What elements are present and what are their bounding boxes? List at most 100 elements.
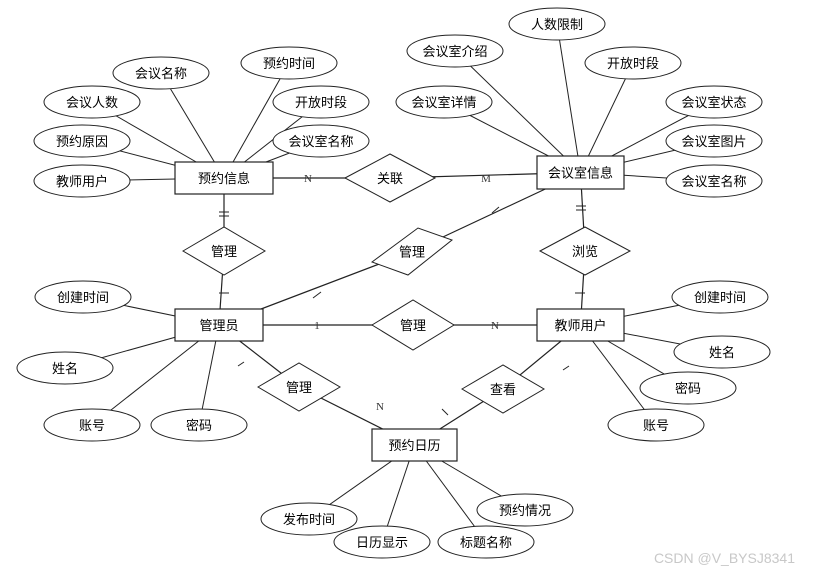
attribute-b2[interactable]: 会议室介绍 — [406, 34, 504, 68]
entity-room_info[interactable]: 会议室信息 — [536, 155, 625, 190]
attribute-ellipse — [43, 408, 141, 442]
attribute-label: 开放时段 — [295, 96, 347, 111]
attribute-c1[interactable]: 创建时间 — [34, 280, 132, 314]
relationship-rel_view[interactable]: 查看 — [461, 364, 545, 414]
attribute-e4[interactable]: 预约情况 — [476, 493, 574, 527]
attribute-d3[interactable]: 密码 — [639, 371, 737, 405]
relationship-label: 管理 — [399, 246, 425, 261]
entity-label: 会议室信息 — [548, 166, 613, 182]
attribute-label: 会议室状态 — [681, 95, 746, 111]
relationship-diamond — [538, 226, 632, 276]
attribute-e3[interactable]: 标题名称 — [437, 525, 535, 559]
attribute-c3[interactable]: 账号 — [43, 408, 141, 442]
attribute-ellipse — [272, 85, 370, 119]
attribute-a1[interactable]: 会议名称 — [112, 56, 210, 90]
cardinality-tick — [441, 408, 449, 416]
attribute-connector — [91, 324, 220, 426]
attribute-c4[interactable]: 密码 — [150, 408, 248, 442]
entity-label: 预约信息 — [198, 171, 250, 187]
attribute-e2[interactable]: 日历显示 — [333, 525, 431, 559]
attribute-d4[interactable]: 账号 — [607, 408, 705, 442]
attribute-label: 会议室名称 — [288, 134, 353, 150]
relationship-rel_browse[interactable]: 浏览 — [538, 226, 632, 276]
cardinality-tick — [562, 365, 570, 371]
attribute-ellipse — [33, 164, 131, 198]
attribute-connector — [580, 324, 657, 426]
attribute-connector — [198, 324, 220, 426]
cardinality-tick — [237, 361, 245, 367]
attribute-ellipse — [272, 124, 370, 158]
entity-admin[interactable]: 管理员 — [174, 308, 264, 342]
attribute-b3[interactable]: 开放时段 — [584, 46, 682, 80]
relationship-rel_link[interactable]: 关联 — [343, 153, 437, 203]
attribute-ellipse — [673, 335, 771, 369]
relationship-diamond — [257, 362, 341, 412]
attribute-b7[interactable]: 会议室名称 — [665, 164, 763, 198]
attribute-label: 发布时间 — [283, 512, 335, 528]
attribute-ellipse — [665, 124, 763, 158]
entity-label: 预约日历 — [388, 439, 440, 454]
cardinality-label: 1 — [314, 320, 320, 332]
attribute-ellipse — [665, 85, 763, 119]
entity-box — [536, 308, 625, 342]
cardinality-label: M — [481, 173, 491, 185]
attribute-label: 创建时间 — [57, 291, 109, 306]
attribute-b6[interactable]: 会议室图片 — [665, 124, 763, 158]
attribute-label: 会议室名称 — [681, 174, 746, 190]
attribute-label: 会议室图片 — [681, 134, 746, 150]
connector-lines — [64, 23, 723, 543]
attribute-b1[interactable]: 人数限制 — [508, 7, 606, 41]
attribute-ellipse — [395, 85, 493, 119]
attribute-connector — [556, 23, 581, 173]
attribute-ellipse — [112, 56, 210, 90]
attribute-a7[interactable]: 会议室名称 — [272, 124, 370, 158]
entity-box — [371, 428, 458, 462]
attribute-label: 预约情况 — [499, 504, 551, 519]
relationship-label: 管理 — [400, 319, 426, 334]
attribute-ellipse — [33, 124, 131, 158]
cardinality-label: N — [376, 401, 384, 413]
attribute-d1[interactable]: 创建时间 — [671, 280, 769, 314]
cardinality-label: N — [491, 320, 499, 332]
relationship-rel_manage_room[interactable]: 管理 — [370, 227, 454, 276]
attribute-label: 密码 — [186, 418, 212, 434]
entity-calendar[interactable]: 预约日历 — [371, 428, 458, 462]
attribute-ellipse — [240, 46, 338, 80]
shapes: 会议名称会议人数预约原因教师用户预约时间开放时段会议室名称人数限制会议室介绍开放… — [16, 7, 771, 559]
attribute-ellipse — [437, 525, 535, 559]
relationship-label: 浏览 — [572, 244, 598, 260]
attribute-b4[interactable]: 会议室详情 — [395, 85, 493, 119]
attribute-label: 账号 — [643, 419, 669, 434]
attribute-a6[interactable]: 开放时段 — [272, 85, 370, 119]
attribute-b5[interactable]: 会议室状态 — [665, 85, 763, 119]
attribute-label: 姓名 — [709, 345, 735, 361]
attribute-label: 开放时段 — [607, 57, 659, 72]
attribute-connector — [454, 50, 581, 173]
relationship-rel_manage_cal[interactable]: 管理 — [257, 362, 341, 412]
attribute-label: 预约原因 — [56, 135, 108, 150]
attribute-a2[interactable]: 会议人数 — [43, 85, 141, 119]
attribute-label: 会议室介绍 — [422, 44, 487, 60]
relationship-rel_manage_res[interactable]: 管理 — [182, 226, 266, 276]
attribute-ellipse — [665, 164, 763, 198]
entity-teacher[interactable]: 教师用户 — [536, 308, 625, 342]
attribute-a5[interactable]: 预约时间 — [240, 46, 338, 80]
attribute-c2[interactable]: 姓名 — [16, 351, 114, 385]
attribute-ellipse — [476, 493, 574, 527]
attribute-e1[interactable]: 发布时间 — [260, 502, 358, 536]
attribute-a3[interactable]: 预约原因 — [33, 124, 131, 158]
attribute-ellipse — [508, 7, 606, 41]
attribute-ellipse — [43, 85, 141, 119]
attribute-label: 姓名 — [52, 361, 78, 377]
entity-label: 教师用户 — [554, 318, 606, 334]
attribute-label: 会议人数 — [66, 96, 118, 111]
relationship-diamond — [370, 227, 454, 276]
entity-reservation_info[interactable]: 预约信息 — [174, 161, 274, 195]
attribute-ellipse — [16, 351, 114, 385]
attribute-ellipse — [671, 280, 769, 314]
attribute-a4[interactable]: 教师用户 — [33, 164, 131, 198]
attribute-d2[interactable]: 姓名 — [673, 335, 771, 369]
relationship-rel_manage_teacher[interactable]: 管理 — [371, 299, 455, 351]
